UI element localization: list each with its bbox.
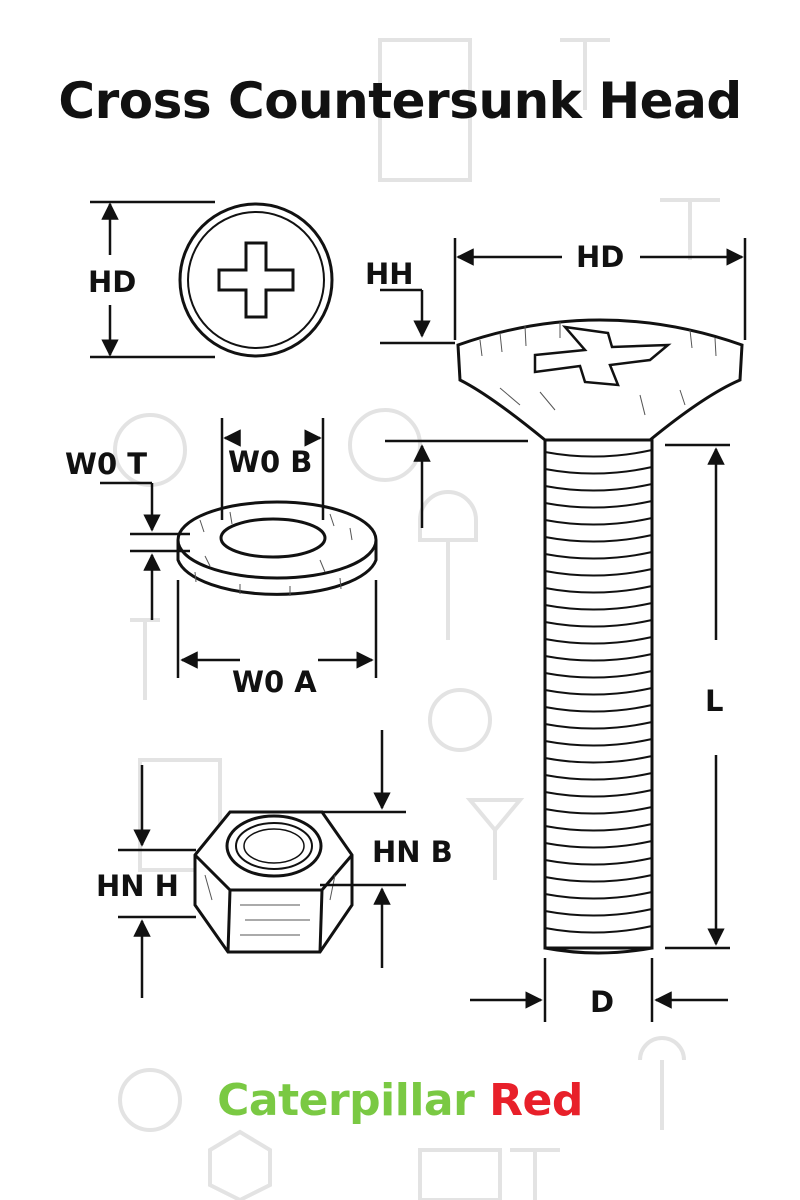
thread-line	[544, 602, 653, 611]
screw-head-top-view	[178, 202, 334, 358]
hd-top-label: HD	[576, 240, 625, 274]
thread-line	[544, 925, 653, 934]
l-dimension	[665, 443, 730, 950]
bg-bolt-icon	[418, 490, 478, 640]
thread-line	[544, 483, 653, 492]
hnb-dimension	[320, 730, 406, 968]
hex-nut	[193, 810, 354, 954]
hnh-label: HN H	[96, 869, 179, 903]
thread-line	[544, 806, 653, 815]
thread-line	[544, 840, 653, 849]
thread-line	[544, 721, 653, 730]
thread-line	[544, 568, 653, 577]
bg-screw-icon	[510, 1148, 560, 1200]
thread-line	[544, 857, 653, 866]
d-label: D	[590, 985, 615, 1019]
bg-washer-icon	[348, 408, 422, 482]
brand-logo: Caterpillar Red	[0, 1075, 800, 1126]
thread-line	[544, 789, 653, 798]
phillips-cross-icon	[217, 241, 295, 319]
thread-line	[544, 551, 653, 560]
w0b-label: W0 B	[228, 445, 313, 479]
bg-nut-icon	[208, 1129, 272, 1200]
hd-top-dimension	[453, 238, 747, 340]
bg-hinge-icon	[138, 758, 222, 872]
bg-washer-icon	[428, 688, 492, 752]
thread-line	[544, 687, 653, 696]
thread-line	[544, 874, 653, 883]
bg-screw-icon	[560, 38, 610, 110]
bg-hinge-icon	[418, 1148, 502, 1200]
hnb-label: HN B	[372, 835, 453, 869]
thread-line	[544, 619, 653, 628]
thread-line	[544, 704, 653, 713]
page-title: Cross Countersunk Head	[58, 72, 742, 130]
thread-line	[544, 891, 653, 900]
w0a-label: W0 A	[232, 665, 317, 699]
hh-dimension	[380, 288, 528, 528]
hh-label: HH	[365, 257, 414, 291]
thread-line	[544, 653, 653, 662]
screw-side-view	[456, 318, 744, 955]
thread-line	[544, 534, 653, 543]
cross-recess-icon	[533, 325, 672, 387]
thread-line	[544, 500, 653, 509]
brand-name-part2: Red	[489, 1075, 583, 1126]
thread-line	[544, 755, 653, 764]
bg-screw-icon	[660, 198, 720, 260]
l-label: L	[705, 684, 724, 718]
w0t-dimension	[100, 481, 190, 620]
w0b-dimension	[220, 418, 325, 520]
thread-line	[544, 908, 653, 917]
bg-screw-icon	[130, 618, 160, 700]
thread-line	[544, 517, 653, 526]
hd-left-label: HD	[88, 265, 137, 299]
bg-washer-icon	[118, 1068, 182, 1132]
w0a-dimension	[176, 580, 378, 678]
bg-screw-icon	[638, 1036, 686, 1130]
thread-line	[544, 636, 653, 645]
washer	[176, 500, 378, 596]
thread-line	[544, 738, 653, 747]
d-dimension	[470, 958, 728, 1022]
w0t-label: W0 T	[65, 447, 148, 481]
bg-screw-icon	[465, 798, 525, 880]
hnh-dimension	[118, 765, 196, 998]
thread-line	[544, 823, 653, 832]
bg-washer-icon	[113, 413, 187, 487]
hd-left-dimension	[90, 200, 215, 359]
screw-threads	[544, 449, 653, 934]
bg-hinge-icon	[378, 38, 472, 182]
background-pattern	[113, 38, 720, 1200]
thread-line	[544, 466, 653, 475]
thread-line	[544, 449, 653, 458]
brand-name-part1: Caterpillar	[217, 1075, 475, 1126]
thread-line	[544, 772, 653, 781]
thread-line	[544, 670, 653, 679]
thread-line	[544, 585, 653, 594]
